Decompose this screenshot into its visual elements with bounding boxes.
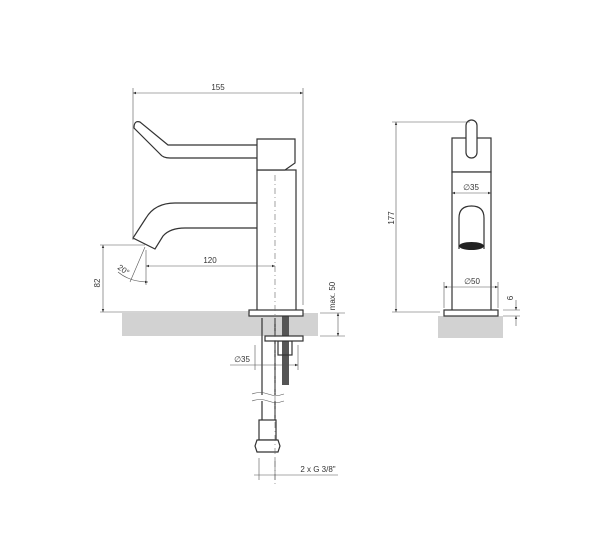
dim-body-diameter: ∅35 [463, 183, 479, 192]
handle-head [256, 138, 296, 171]
dim-base-diameter: ∅50 [464, 277, 480, 286]
dim-mount-diameter: ∅35 [234, 355, 250, 364]
spout [132, 202, 259, 250]
countertop [122, 313, 318, 336]
lever-handle [133, 121, 259, 159]
dim-width-total: 155 [211, 83, 225, 92]
dim-spout-height: 82 [93, 278, 102, 287]
hose-nut [254, 439, 281, 453]
dim-spout-angle: 20° [116, 263, 131, 277]
dim-height-total: 177 [387, 211, 396, 225]
lever-knob [465, 119, 478, 159]
base-plate-front [443, 309, 499, 317]
aerator [459, 242, 484, 250]
tap-body [256, 169, 297, 312]
front-view: 177 ∅35 ∅50 6 [387, 119, 520, 338]
dim-base-height: 6 [506, 295, 515, 300]
base-plate [248, 309, 304, 317]
side-view: 155 120 82 20° max. 50 ∅35 2 x G 3/8" [93, 83, 345, 485]
dim-counter-thickness: max. 50 [328, 281, 337, 310]
dim-connection: 2 x G 3/8" [300, 465, 335, 474]
mounting-washer [264, 335, 304, 342]
threaded-rod [282, 313, 289, 385]
hose-fitting [258, 419, 277, 441]
spout-outlet [458, 205, 485, 249]
dim-spout-reach: 120 [203, 256, 217, 265]
break-mark [251, 392, 285, 403]
countertop-front [438, 316, 503, 338]
